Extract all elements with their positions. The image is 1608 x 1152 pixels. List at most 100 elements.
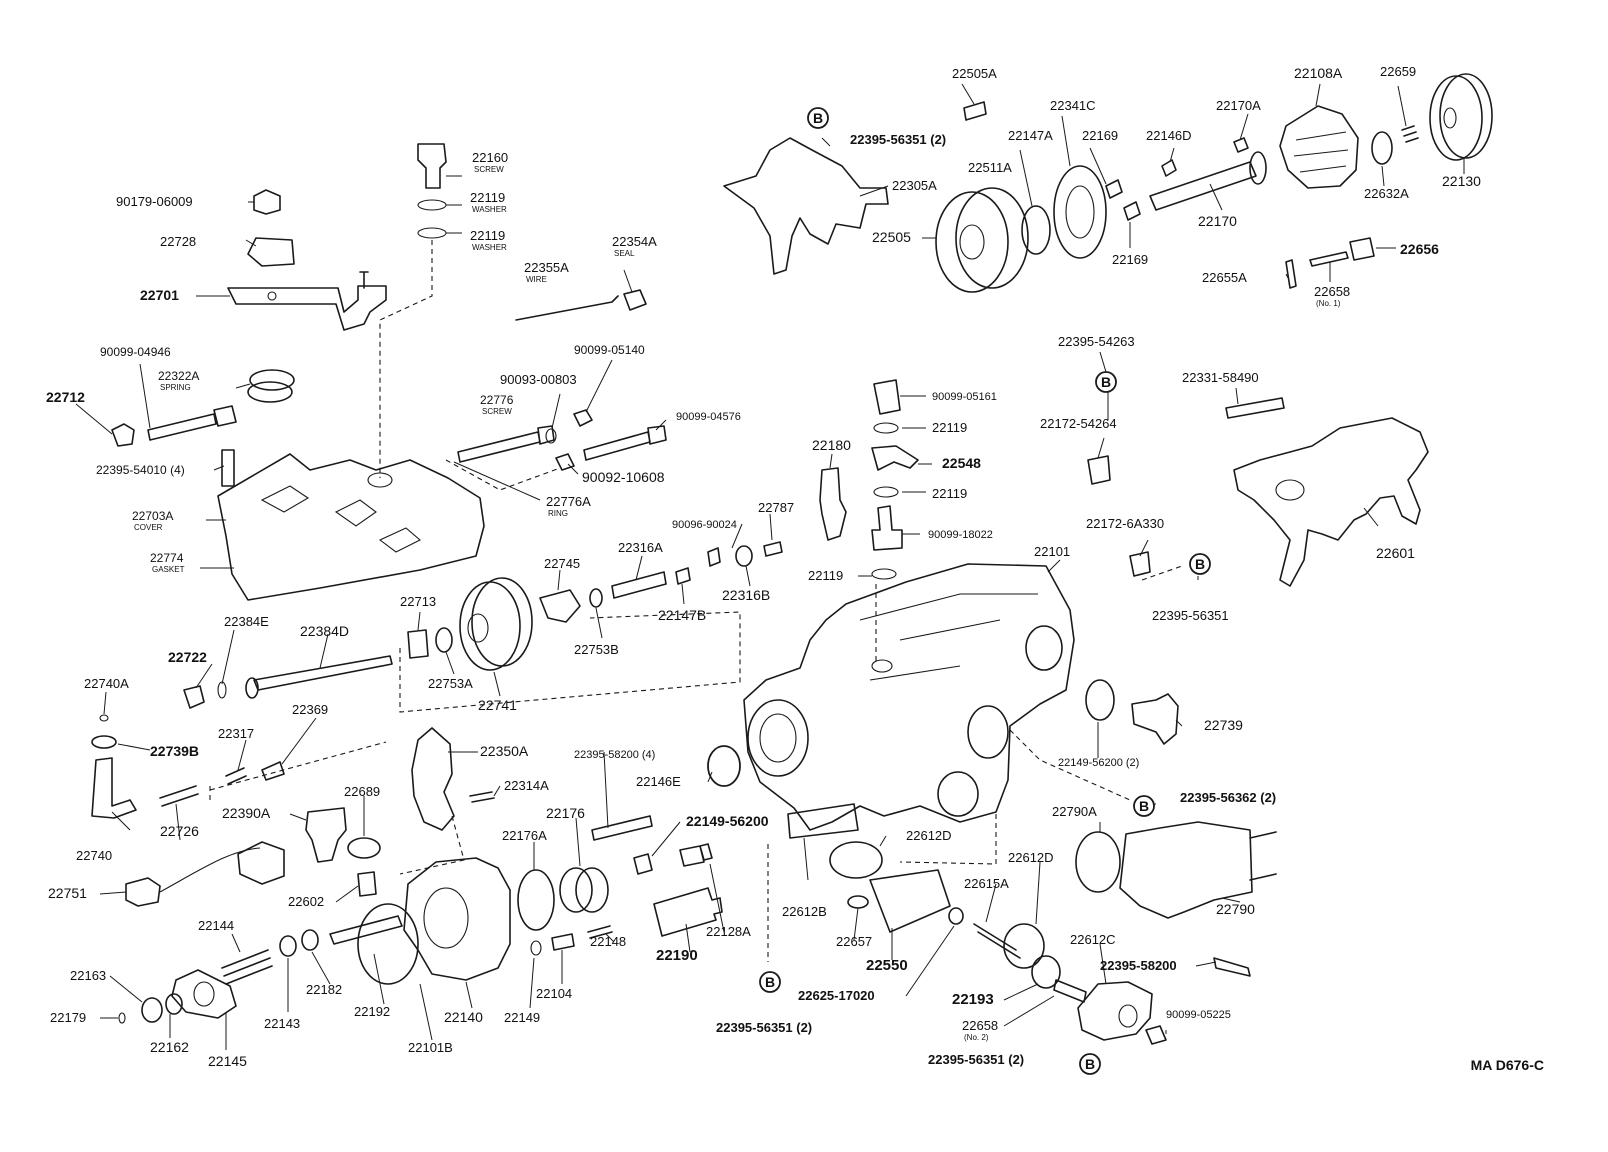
part-label-22119a: 22119: [470, 190, 505, 205]
valve-22176: [559, 867, 593, 913]
b-marker-letter: B: [1195, 556, 1205, 572]
pin-22316a: [611, 571, 667, 599]
clip-22172-54264: [1087, 455, 1111, 485]
part-label-22119e: 22119: [808, 568, 843, 583]
washer-22119-b: [417, 227, 447, 239]
part-label-22119d: 22119: [932, 486, 967, 501]
part-label-22548: 22548: [942, 455, 981, 471]
screw-22658-no2: [1053, 979, 1087, 1003]
valve-22176-back: [575, 867, 609, 913]
part-label-22170a: 22170A: [1216, 98, 1261, 113]
fitting-22548: [871, 445, 919, 471]
seal-22354a: [623, 289, 647, 311]
b-marker-letter: B: [1101, 374, 1111, 390]
lever-22601: [1233, 417, 1429, 587]
washer-22149: [530, 940, 542, 956]
screw-22160: [417, 143, 447, 189]
part-label-22774: 22774: [150, 551, 184, 565]
part-label-90099-05140: 90099-05140: [574, 343, 645, 357]
washer-22739b: [91, 735, 117, 749]
solenoid-terminals: [1249, 831, 1277, 881]
valve-22180: [819, 467, 847, 541]
valve-22190: [653, 887, 723, 937]
nut-90099-05140: [573, 409, 593, 427]
spring-22314a: [469, 791, 495, 803]
head-bore: [423, 887, 469, 949]
part-label-90099-18022: 90099-18022: [928, 529, 993, 541]
part-label-22790: 22790: [1216, 901, 1255, 917]
part-label-22390a: 22390A: [222, 805, 271, 821]
part-label-90096: 90096-90024: [672, 519, 737, 531]
part-label-22355a: 22355A: [524, 260, 569, 275]
clip-22172-6a330: [1129, 551, 1151, 577]
ring-22101b: [357, 903, 419, 985]
ring-22384e: [217, 681, 227, 699]
part-label-22741: 22741: [478, 697, 517, 713]
washer-22753b: [589, 588, 603, 608]
ring-22740a: [99, 714, 109, 722]
ring-22162: [165, 993, 183, 1015]
diagram-id: MA D676-C: [1471, 1057, 1544, 1073]
part-sublabel-22355a: WIRE: [526, 275, 547, 284]
nut-22712: [111, 423, 135, 447]
part-label-22601: 22601: [1376, 545, 1415, 561]
leader-lines: [75, 83, 1465, 1050]
part-label-22172-6a330: 22172-6A330: [1086, 516, 1164, 531]
washer-22182: [301, 929, 319, 951]
part-label-22612d-b: 22612D: [1008, 850, 1054, 865]
b-marker-circle: [1133, 795, 1155, 817]
bushing-22316b: [735, 545, 753, 567]
part-label-22162: 22162: [150, 1039, 189, 1055]
screw-22658: [1309, 251, 1349, 267]
part-label-22395-56351-right: 22395-56351: [1152, 608, 1229, 623]
part-label-22689: 22689: [344, 784, 380, 799]
part-label-22101: 22101: [1034, 544, 1070, 559]
part-label-22317: 22317: [218, 726, 254, 741]
gear-hub: [1065, 185, 1095, 239]
part-label-22384d: 22384D: [300, 623, 349, 639]
part-label-22369: 22369: [292, 702, 328, 717]
part-label-22119c: 22119: [932, 420, 967, 435]
flyweight-holder-22741: [459, 581, 521, 671]
part-label-22612b: 22612B: [782, 904, 827, 919]
part-label-22316a: 22316A: [618, 540, 663, 555]
part-label-22712: 22712: [46, 389, 85, 405]
part-label-22331: 22331-58490: [1182, 370, 1259, 385]
part-label-22176: 22176: [546, 805, 585, 821]
ring-22147a: [1021, 205, 1051, 255]
ring-22163: [141, 997, 163, 1023]
part-label-22701: 22701: [140, 287, 179, 303]
b-marker-letter: B: [765, 974, 775, 990]
part-label-22722: 22722: [168, 649, 207, 665]
part-sublabel-22160: SCREW: [474, 165, 504, 174]
part-label-22147b: 22147B: [658, 607, 706, 623]
part-label-22160: 22160: [472, 150, 508, 165]
part-label-22341c: 22341C: [1050, 98, 1096, 113]
cage-22108a: [1279, 105, 1359, 189]
housing-detail: [859, 593, 1038, 681]
plunger-22192: [329, 915, 403, 945]
housing-bore-front: [747, 699, 809, 777]
part-label-22726: 22726: [160, 823, 199, 839]
part-label-22395-58200: 22395-58200: [1100, 958, 1177, 973]
flyweight-holder-back: [471, 577, 533, 667]
part-label-22657: 22657: [836, 934, 872, 949]
part-label-90099-05225: 90099-05225: [1166, 1009, 1231, 1021]
part-label-22172-54264: 22172-54264: [1040, 416, 1117, 431]
housing-hole: [871, 659, 893, 673]
part-label-22658-1: 22658: [1314, 284, 1350, 299]
bolt-90099-04576: [583, 425, 667, 461]
pump-housing-22101: [743, 563, 1075, 831]
part-label-22305a: 22305A: [892, 178, 937, 193]
housing-port-rear: [1025, 625, 1063, 671]
part-sublabel-22658-2: (No. 2): [964, 1033, 989, 1042]
part-label-22146d: 22146D: [1146, 128, 1192, 143]
part-label-22314a: 22314A: [504, 778, 549, 793]
bolt-22505a: [963, 101, 987, 121]
shaft-collar: [1249, 151, 1267, 185]
key-22146d: [1161, 159, 1177, 177]
washer-22119-d: [873, 486, 899, 498]
